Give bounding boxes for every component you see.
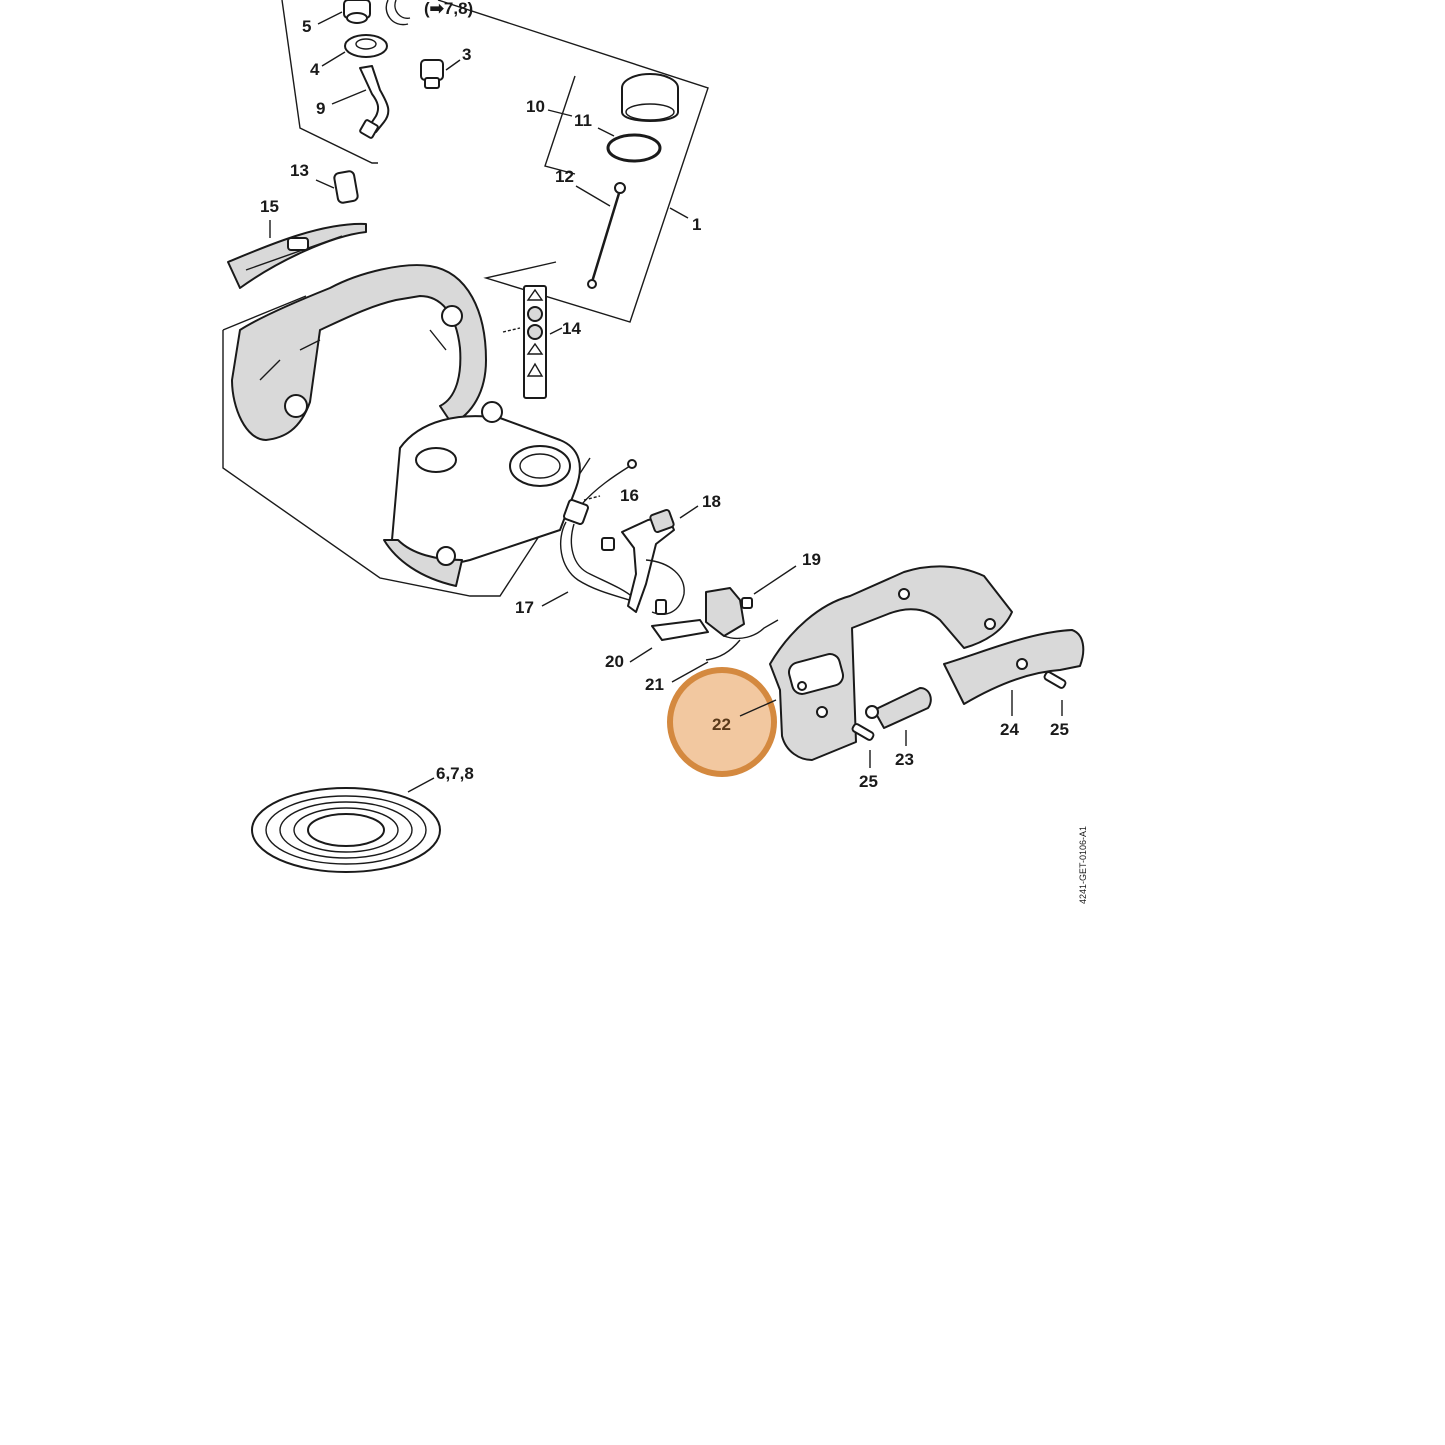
part-10-fuel-cap[interactable] <box>621 73 679 122</box>
label-12[interactable]: 12 <box>555 167 574 186</box>
top-left-assembly <box>281 0 461 164</box>
label-ref-7-8[interactable]: (➡7,8) <box>424 0 473 18</box>
label-19[interactable]: 19 <box>802 550 821 569</box>
label-14[interactable]: 14 <box>562 319 581 338</box>
part-22-handle-housing[interactable] <box>769 565 1013 761</box>
label-5[interactable]: 5 <box>302 17 311 36</box>
part-12-strainer[interactable] <box>587 182 626 289</box>
part-3-valve[interactable] <box>420 59 444 89</box>
drawing-code: 4241-GET-0106-A1 <box>1078 826 1088 904</box>
part-21-wire[interactable] <box>671 639 741 683</box>
part-23-lever[interactable] <box>865 687 932 746</box>
part-20-spring[interactable] <box>629 619 709 663</box>
part-9-hose[interactable] <box>359 65 390 139</box>
label-21[interactable]: 21 <box>645 675 664 694</box>
part-19-lockout[interactable] <box>705 565 797 640</box>
part-4-grommet[interactable] <box>344 34 388 58</box>
part-24-handle-cover[interactable] <box>943 629 1085 716</box>
part-13-fitting[interactable] <box>315 170 359 204</box>
label-9[interactable]: 9 <box>316 99 325 118</box>
part-14-warning-label[interactable] <box>502 285 563 399</box>
label-3[interactable]: 3 <box>462 45 471 64</box>
label-15[interactable]: 15 <box>260 197 279 216</box>
label-22[interactable]: 22 <box>712 715 731 734</box>
label-25-a[interactable]: 25 <box>1050 720 1069 739</box>
label-11[interactable]: 11 <box>574 111 592 130</box>
housing-handle-frame[interactable] <box>231 264 487 441</box>
part-11-o-ring[interactable] <box>606 133 662 163</box>
part-25-screw-a[interactable] <box>1043 671 1067 716</box>
label-10[interactable]: 10 <box>526 97 545 116</box>
part-5-fitting[interactable] <box>343 0 371 24</box>
label-16[interactable]: 16 <box>620 486 639 505</box>
part-15-cover[interactable] <box>227 220 367 289</box>
label-4[interactable]: 4 <box>310 60 320 79</box>
main-housing-assembly <box>222 264 591 597</box>
highlight-marker-22[interactable] <box>667 667 777 777</box>
part-6-7-8-gasket[interactable] <box>251 777 441 873</box>
label-18[interactable]: 18 <box>702 492 721 511</box>
fuel-tank[interactable] <box>383 401 581 587</box>
label-20[interactable]: 20 <box>605 652 624 671</box>
label-1[interactable]: 1 <box>692 215 701 234</box>
part-18-throttle-trigger[interactable] <box>621 505 699 615</box>
label-25-b[interactable]: 25 <box>859 772 878 791</box>
callout-labels: 5 (➡7,8) 4 3 9 10 11 12 1 13 15 14 16 18… <box>260 0 1069 791</box>
fuel-cap-frame <box>437 0 709 323</box>
label-6-7-8[interactable]: 6,7,8 <box>436 764 474 783</box>
part-25-screw-b[interactable] <box>851 723 875 768</box>
label-23[interactable]: 23 <box>895 750 914 769</box>
part-16-17-wiring[interactable] <box>541 459 641 607</box>
label-17[interactable]: 17 <box>515 598 534 617</box>
label-13[interactable]: 13 <box>290 161 309 180</box>
label-24[interactable]: 24 <box>1000 720 1019 739</box>
